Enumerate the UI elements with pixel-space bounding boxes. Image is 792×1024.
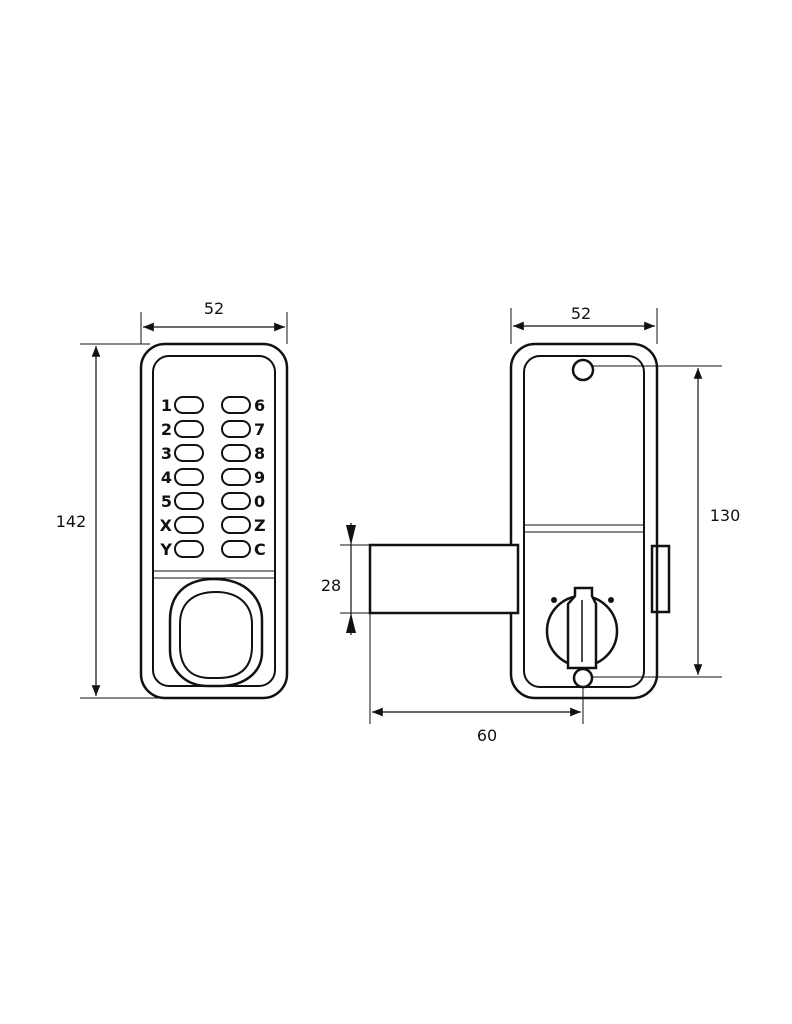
key-label: Y	[159, 540, 172, 559]
dim-arrow	[346, 613, 356, 633]
key-label: 0	[254, 492, 265, 511]
back-view: 52 130 28 60	[321, 304, 740, 745]
keypad-button[interactable]	[221, 540, 251, 558]
top-screw-hole	[571, 358, 595, 382]
key-label: 7	[254, 420, 265, 439]
front-outer-body	[139, 342, 289, 700]
bottom-screw-hole	[572, 667, 594, 689]
indicator-dot	[551, 597, 557, 603]
key-label: 1	[161, 396, 172, 415]
keypad-button[interactable]	[174, 492, 204, 510]
height-dimension-label: 130	[710, 506, 741, 525]
front-knob-inner	[179, 590, 253, 679]
indicator-dot	[608, 597, 614, 603]
key-label: 5	[161, 492, 172, 511]
height-dimension-label: 142	[56, 512, 87, 531]
keypad-button[interactable]	[174, 516, 204, 534]
keypad-button[interactable]	[221, 420, 251, 438]
keypad-button[interactable]	[174, 396, 204, 414]
keypad-button[interactable]	[221, 396, 251, 414]
key-label: C	[254, 540, 266, 559]
front-knob[interactable]	[168, 577, 264, 688]
spindle-bar	[368, 543, 520, 615]
spindle-height-label: 28	[321, 576, 341, 595]
keypad-button[interactable]	[221, 444, 251, 462]
keypad-button[interactable]	[174, 468, 204, 486]
keypad-right-column	[221, 396, 251, 558]
width-dimension-label: 52	[204, 299, 224, 318]
key-label: 9	[254, 468, 265, 487]
keypad-button[interactable]	[174, 444, 204, 462]
key-label: Z	[254, 516, 266, 535]
spindle-length-label: 60	[477, 726, 497, 745]
front-view: 1 2 3 4 5 X Y 6 7 8 9 0 Z C 52 142	[56, 299, 289, 700]
key-label: 8	[254, 444, 265, 463]
dim-arrow	[346, 525, 356, 545]
keypad-button[interactable]	[221, 492, 251, 510]
keypad-left-column	[174, 396, 204, 558]
keypad-button[interactable]	[174, 540, 204, 558]
back-outer-body	[509, 342, 659, 700]
width-dimension-label: 52	[571, 304, 591, 323]
key-label: 3	[161, 444, 172, 463]
key-label: X	[160, 516, 173, 535]
key-label: 2	[161, 420, 172, 439]
keypad-button[interactable]	[174, 420, 204, 438]
key-label: 4	[161, 468, 172, 487]
keypad-button[interactable]	[221, 468, 251, 486]
keypad-button[interactable]	[221, 516, 251, 534]
key-label: 6	[254, 396, 265, 415]
latch-tab	[650, 544, 671, 614]
